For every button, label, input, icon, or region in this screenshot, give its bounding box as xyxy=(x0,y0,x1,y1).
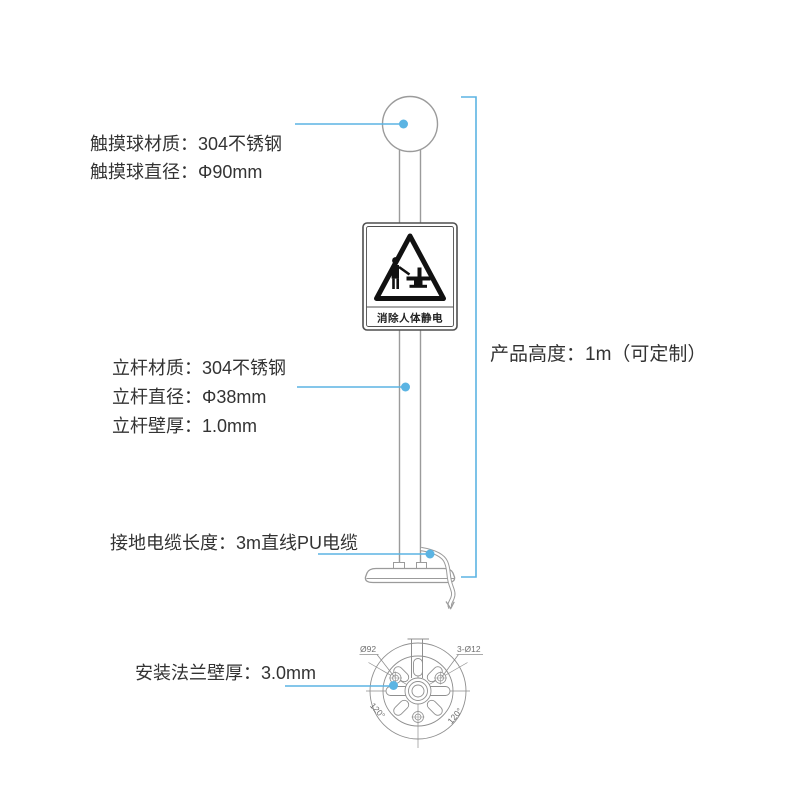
cable-length-text: 接地电缆长度：3m直线PU电缆 xyxy=(110,533,359,553)
sign-label: 消除人体静电 xyxy=(377,312,443,325)
dim-angle-left-label: 120° xyxy=(368,701,387,721)
leader-lines xyxy=(285,119,435,690)
cable-arrow-icon xyxy=(445,601,455,610)
flange-ribs xyxy=(385,658,451,716)
dim-bolt-circle-label: Ø92 xyxy=(360,644,376,654)
leader-dot-ball xyxy=(399,119,408,129)
product-height-text: 产品高度：1m（可定制） xyxy=(490,344,707,365)
flange-spec-note: 安装法兰壁厚：3.0mm xyxy=(135,659,316,687)
base-drawing xyxy=(364,562,456,584)
height-bracket xyxy=(461,96,477,578)
flange-drawing: Ø92 3-Ø12 120° 120° xyxy=(359,638,483,748)
leader-dot-cable xyxy=(425,549,435,559)
pole-diameter-text: 立杆直径：Φ38mm xyxy=(112,387,267,407)
static-discharge-pictogram-icon xyxy=(391,257,431,289)
ball-diameter-text: 触摸球直径：Φ90mm xyxy=(90,162,263,182)
pole-spec-note: 立杆材质：304不锈钢 立杆直径：Φ38mm 立杆壁厚：1.0mm xyxy=(112,354,286,441)
pole-material-text: 立杆材质：304不锈钢 xyxy=(112,358,287,378)
flange-hub xyxy=(404,677,432,705)
cable-drawing xyxy=(420,546,456,610)
pole-drawing xyxy=(398,150,422,569)
pole-thickness-text: 立杆壁厚：1.0mm xyxy=(112,416,258,436)
flange-thickness-text: 安装法兰壁厚：3.0mm xyxy=(135,663,317,683)
warning-sign-drawing: 消除人体静电 xyxy=(362,222,458,331)
cable-spec-note: 接地电缆长度：3m直线PU电缆 xyxy=(110,529,358,557)
height-spec-note: 产品高度：1m（可定制） xyxy=(490,341,706,369)
ball-material-text: 触摸球材质：304不锈钢 xyxy=(90,134,283,154)
ball-spec-note: 触摸球材质：304不锈钢 触摸球直径：Φ90mm xyxy=(90,130,282,186)
dim-holes-label: 3-Ø12 xyxy=(457,644,481,654)
leader-dot-pole xyxy=(401,382,410,392)
leader-dot-flange xyxy=(389,681,398,690)
